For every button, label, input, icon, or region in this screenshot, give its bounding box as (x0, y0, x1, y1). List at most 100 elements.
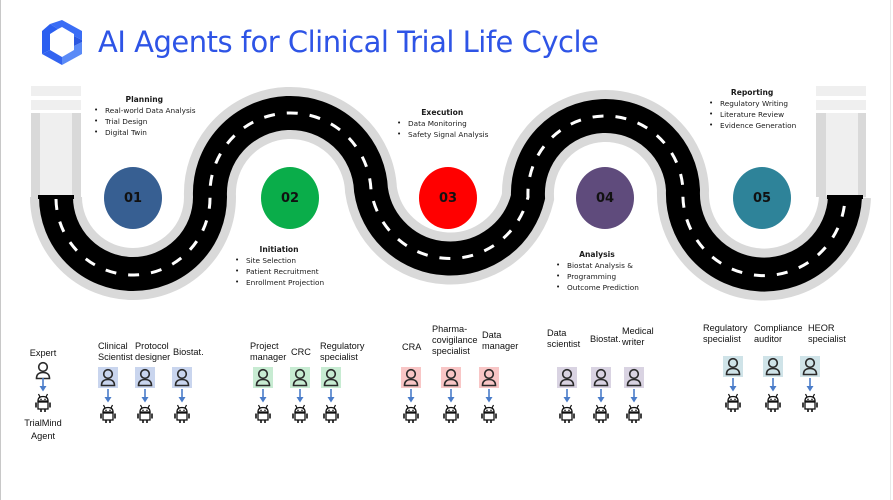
stage-item: Enrollment Projection (234, 277, 324, 288)
role-label: manager (250, 352, 287, 362)
frame-border-right (890, 0, 891, 500)
stage-number: 03 (438, 190, 458, 206)
arrow-down-icon (630, 389, 638, 403)
arrow-down-icon (447, 389, 455, 403)
stage-text-execution: Execution Data Monitoring Safety Signal … (396, 108, 488, 140)
arrow-down-icon (485, 389, 493, 403)
role-label: specialist (808, 334, 846, 344)
arrow-down-icon (327, 389, 335, 403)
expert-person-icon (135, 367, 155, 388)
agent-robot-icon (254, 404, 272, 424)
stage-title: Reporting (730, 88, 774, 97)
stage-title: Planning (125, 95, 164, 104)
stage-number: 04 (595, 190, 615, 206)
stage-text-planning: Planning Real-world Data Analysis Trial … (93, 95, 196, 138)
stage-item: Trial Design (93, 116, 196, 127)
expert-person-icon (557, 367, 577, 388)
stage-circle-02: 02 (261, 167, 319, 229)
role-label: HEOR (808, 323, 835, 333)
stage-title: Analysis (579, 250, 615, 259)
person-icon (33, 360, 53, 380)
role-label: Biostat. (590, 334, 621, 344)
arrow-down-icon (769, 378, 777, 392)
expert-person-icon (763, 356, 783, 377)
role-label: auditor (754, 334, 783, 344)
role-label: CRC (291, 347, 311, 357)
stage-item: Outcome Prediction (555, 282, 639, 293)
page-title: AI Agents for Clinical Trial Life Cycle (98, 25, 599, 59)
frame-border-left (0, 0, 1, 500)
stage-circle-04: 04 (576, 167, 634, 229)
expert-person-icon (401, 367, 421, 388)
stage-circle-01: 01 (104, 167, 162, 229)
stage-item: Real-world Data Analysis (93, 105, 196, 116)
stage-text-reporting: Reporting Regulatory Writing Literature … (708, 88, 796, 131)
stage-item: Digital Twin (93, 127, 196, 138)
role-label: manager (482, 341, 519, 351)
role-label: Clinical (98, 341, 128, 351)
role-label: Compliance (754, 323, 803, 333)
header: AI Agents for Clinical Trial Life Cycle (38, 14, 599, 70)
legend-agent-label-line1: TrialMind (24, 418, 62, 428)
agent-robot-icon (801, 393, 819, 413)
arrow-down-icon (104, 389, 112, 403)
expert-person-icon (479, 367, 499, 388)
agent-robot-icon (402, 404, 420, 424)
road-end-cap (816, 86, 866, 197)
arrow-down-icon (597, 389, 605, 403)
stage-item: Site Selection (234, 255, 324, 266)
agent-robot-icon (724, 393, 742, 413)
arrow-down-icon (296, 389, 304, 403)
expert-person-icon (172, 367, 192, 388)
agent-robot-icon (625, 404, 643, 424)
role-label: Data (482, 330, 502, 340)
expert-person-icon (800, 356, 820, 377)
road-lane-markings (54, 111, 847, 278)
stage-circle-05: 05 (733, 167, 791, 229)
agent-robot-icon (322, 404, 340, 424)
role-label: specialist (320, 352, 358, 362)
expert-person-icon (624, 367, 644, 388)
expert-person-icon (253, 367, 273, 388)
role-label: specialist (432, 346, 470, 356)
stage-item: Patient Recruitment (234, 266, 324, 277)
role-label: designer (135, 352, 171, 362)
agent-robot-icon (442, 404, 460, 424)
legend-expert-label: Expert (29, 348, 57, 358)
role-label: scientist (547, 339, 581, 349)
cube-logo-icon (42, 20, 82, 65)
arrow-down-icon (407, 389, 415, 403)
stage-item: Data Monitoring (396, 118, 488, 129)
arrow-down-icon (141, 389, 149, 403)
stage-text-analysis: Analysis Biostat Analysis & Programming … (555, 250, 639, 293)
role-label: Data (547, 328, 567, 338)
role-label: Regulatory (320, 341, 365, 351)
role-label: CRA (402, 342, 422, 352)
expert-person-icon (591, 367, 611, 388)
expert-person-icon (98, 367, 118, 388)
stage-title: Execution (421, 108, 464, 117)
stage-number: 05 (752, 190, 772, 206)
stage-item: Evidence Generation (708, 120, 796, 131)
agent-robot-icon (480, 404, 498, 424)
agent-robot-icon (136, 404, 154, 424)
role-label: writer (622, 337, 645, 347)
agent-robot-icon (558, 404, 576, 424)
legend-agent-label-line2: Agent (30, 431, 55, 441)
stage-title: Initiation (259, 245, 299, 254)
role-label: Biostat. (173, 347, 204, 357)
arrow-down-icon (178, 389, 186, 403)
stage-number: 01 (123, 190, 143, 206)
stage-text-initiation: Initiation Site Selection Patient Recrui… (234, 245, 324, 288)
stage-item: Programming (555, 271, 639, 282)
role-label: Pharma- (432, 324, 468, 334)
stage-circle-03: 03 (419, 167, 477, 229)
role-label: covigilance (432, 335, 478, 345)
role-label: Regulatory (703, 323, 748, 333)
expert-person-icon (723, 356, 743, 377)
expert-person-icon (290, 367, 310, 388)
stage-item: Regulatory Writing (708, 98, 796, 109)
arrow-down-icon (563, 389, 571, 403)
role-label: specialist (703, 334, 741, 344)
arrow-down-icon (39, 378, 47, 392)
